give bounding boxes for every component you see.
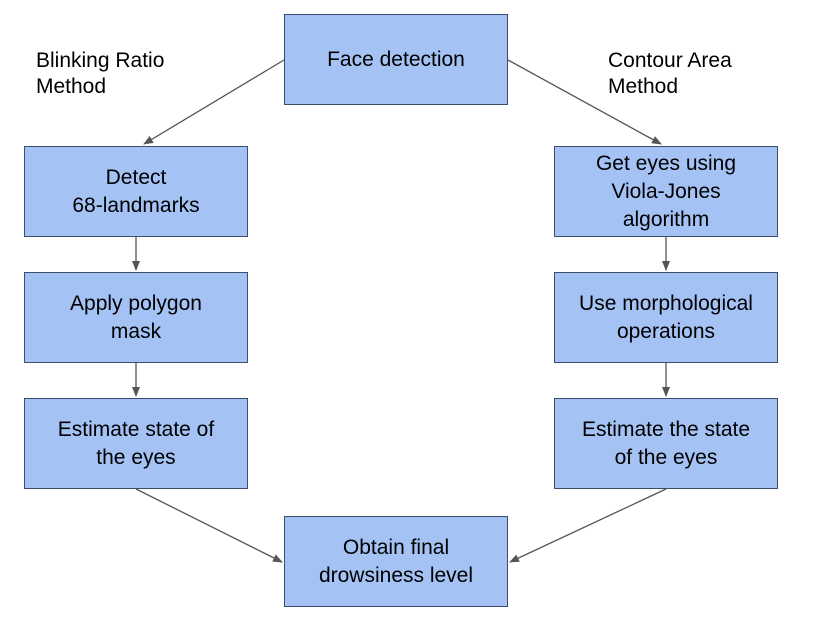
edge-estimate-right-to-final (509, 488, 667, 563)
label-line: Method (36, 75, 107, 98)
node-text: of the eyes (614, 445, 718, 469)
label-line: Method (608, 75, 679, 98)
node-text: drowsiness level (318, 563, 474, 587)
node-text: algorithm (622, 207, 710, 231)
estimate-eye-state-left-node: Estimate state of the eyes (24, 398, 248, 489)
edge-face-to-viola (507, 59, 662, 145)
morphological-operations-node: Use morphological operations (554, 272, 778, 363)
node-text: Estimate the state (581, 417, 751, 441)
node-text: Face detection (327, 47, 465, 71)
label-line: Blinking Ratio (36, 49, 165, 72)
label-line: Contour Area (608, 49, 732, 72)
node-text: 68-landmarks (72, 193, 200, 217)
apply-polygon-mask-node: Apply polygon mask (24, 272, 248, 363)
node-text: Detect (105, 165, 167, 189)
blinking-ratio-method-label: Blinking Ratio Method (36, 48, 164, 100)
node-text: Get eyes using (595, 151, 737, 175)
node-text: mask (110, 319, 162, 343)
node-text: the eyes (96, 445, 176, 469)
edge-face-to-landmarks (143, 59, 285, 145)
edge-estimate-left-to-final (135, 488, 283, 563)
face-detection-node: Face detection (284, 14, 508, 105)
node-text: Obtain final (342, 535, 450, 559)
detect-landmarks-node: Detect 68-landmarks (24, 146, 248, 237)
node-text: Use morphological (579, 291, 753, 315)
node-text: operations (616, 319, 716, 343)
viola-jones-node: Get eyes using Viola-Jones algorithm (554, 146, 778, 237)
node-text: Apply polygon (70, 291, 202, 315)
contour-area-method-label: Contour Area Method (608, 48, 732, 100)
node-text: Estimate state of (57, 417, 215, 441)
estimate-eye-state-right-node: Estimate the state of the eyes (554, 398, 778, 489)
final-drowsiness-node: Obtain final drowsiness level (284, 516, 508, 607)
node-text: Viola-Jones (611, 179, 721, 203)
